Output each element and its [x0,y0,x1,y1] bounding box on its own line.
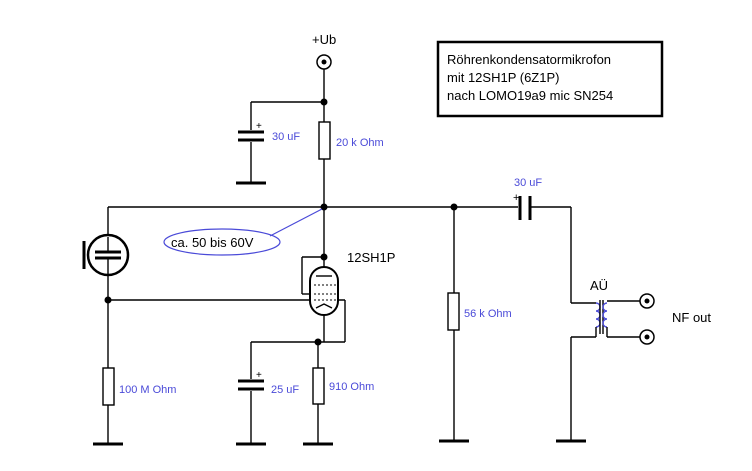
supply-capacitor: + 30 uF [236,121,300,185]
cathode-resistor-value: 910 Ohm [329,381,374,393]
anode-resistor: 20 k Ohm [318,121,384,207]
tube-12sh1p: 12SH1P [301,207,395,342]
grid-resistor: 100 M Ohm [93,367,176,446]
cathode-resistor: 910 Ohm [303,367,374,446]
load-resistor-value: 56 k Ohm [464,308,512,320]
tube-label: 12SH1P [347,250,395,265]
supply-capacitor-value: 30 uF [272,131,300,143]
anode-bus [107,203,518,237]
load-resistor: 56 k Ohm [439,207,512,443]
cathode-capacitor-value: 25 uF [271,384,299,396]
grid-resistor-value: 100 M Ohm [119,384,176,396]
output-label: NF out [672,310,711,325]
svg-text:+: + [256,370,262,381]
title-line-2: mit 12SH1P (6Z1P) [447,70,559,85]
transformer-label: AÜ [590,278,608,293]
output-terminals: NF out [639,293,711,345]
voltage-note: ca. 50 bis 60V [171,235,254,250]
supply-wires [250,69,328,183]
anode-resistor-value: 20 k Ohm [336,137,384,149]
supply-terminal: +Ub [312,32,336,70]
cathode-wires [250,300,346,444]
svg-text:+: + [256,121,262,132]
output-transformer: AÜ [556,278,640,443]
title-box: Röhrenkondensatormikrofon mit 12SH1P (6Z… [436,40,664,118]
title-line-3: nach LOMO19a9 mic SN254 [447,88,613,103]
coupling-capacitor: + 30 uF [513,177,572,303]
microphone-capsule [82,233,130,368]
voltage-annotation: ca. 50 bis 60V [163,208,323,256]
coupling-capacitor-value: 30 uF [514,177,542,189]
title-line-1: Röhrenkondensatormikrofon [447,52,611,67]
cathode-capacitor: + 25 uF [236,370,299,446]
supply-label: +Ub [312,32,336,47]
svg-text:+: + [513,192,519,204]
